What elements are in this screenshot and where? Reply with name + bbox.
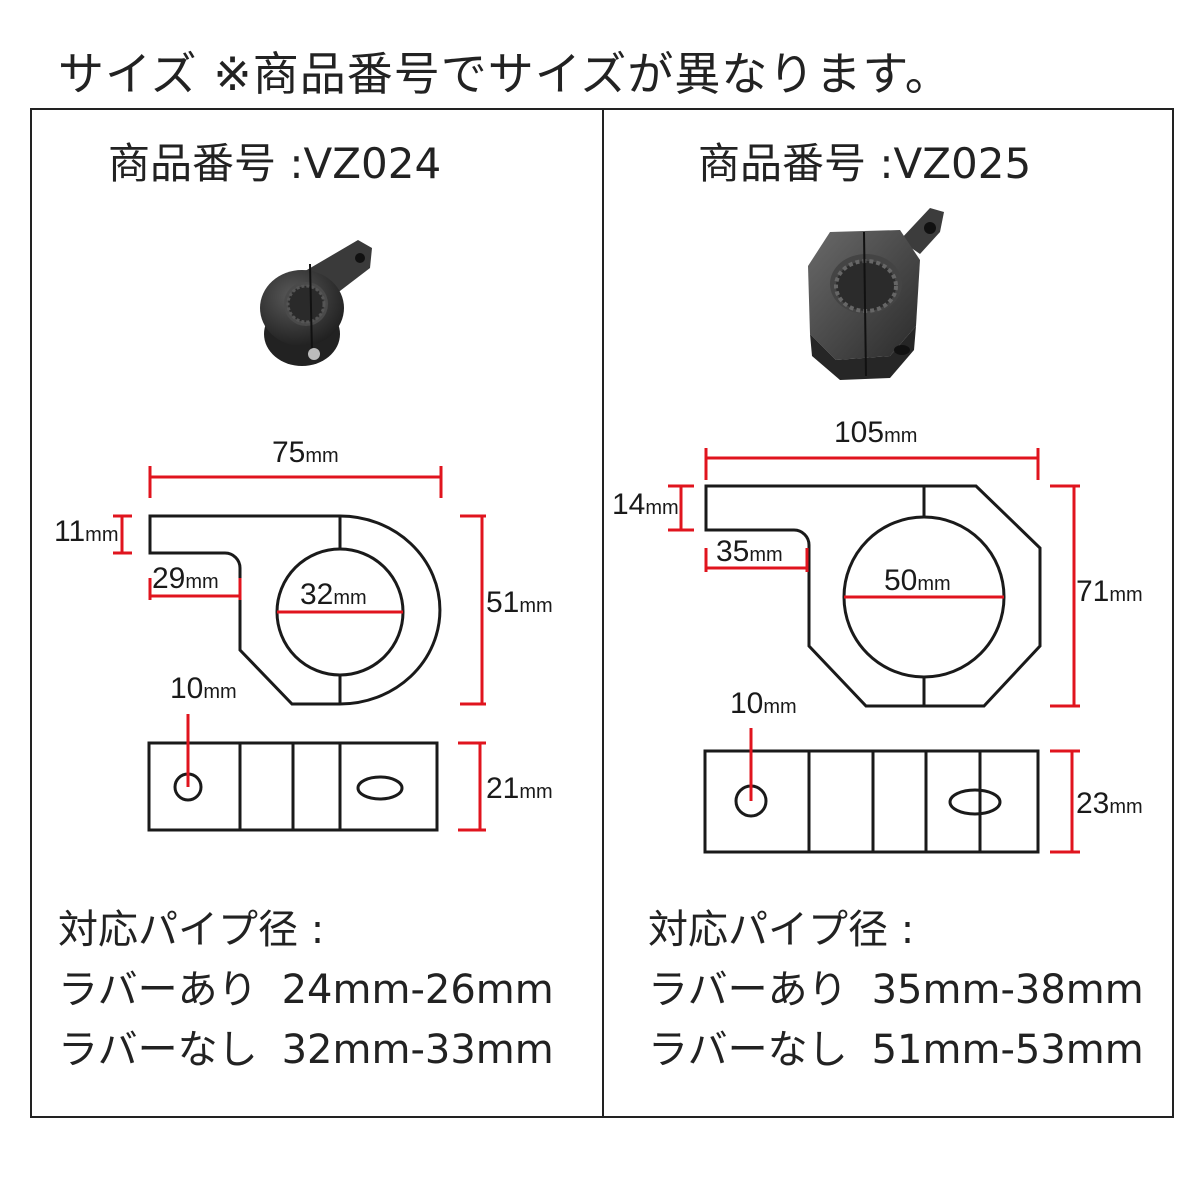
bracket-side-view-vz025 — [703, 749, 1040, 854]
height-label-vz024: 51mm — [486, 586, 553, 619]
tab-length-label-vz024: 29mm — [152, 562, 219, 595]
tab-height-label-vz025: 14mm — [612, 488, 679, 521]
model-title-vz024: 商品番号 :VZ024 — [108, 139, 442, 188]
product-photo-vz024 — [260, 240, 372, 366]
page-title: サイズ ※商品番号でサイズが異なります。 — [58, 47, 952, 101]
model-title-vz025: 商品番号 :VZ025 — [698, 139, 1032, 188]
dimension-lines-vz024 — [113, 466, 486, 832]
width-label-vz024: 21mm — [486, 772, 553, 805]
spec-heading: 対応パイプ径 : — [648, 907, 915, 953]
product-photo-vz025 — [808, 208, 944, 380]
spec-heading: 対応パイプ径 : — [58, 907, 325, 953]
dimension-labels-vz024: 75mm 11mm 29mm 32mm 51mm 10mm 21mm — [54, 436, 553, 805]
height-label-vz025: 71mm — [1076, 575, 1143, 608]
length-label-vz024: 75mm — [272, 436, 339, 469]
hole-label-vz025: 10mm — [730, 687, 797, 720]
bracket-side-view-vz024 — [147, 741, 439, 832]
panel-divider — [602, 108, 604, 1118]
hole-label-vz024: 10mm — [170, 672, 237, 705]
length-label-vz025: 105mm — [834, 416, 917, 449]
tab-height-label-vz024: 11mm — [54, 515, 118, 548]
tab-length-label-vz025: 35mm — [716, 535, 783, 568]
bore-label-vz025: 50mm — [884, 564, 951, 597]
dimension-labels-vz025: 105mm 14mm 35mm 50mm 71mm 10mm 23mm — [612, 416, 1143, 820]
width-label-vz025: 23mm — [1076, 787, 1143, 820]
bore-label-vz024: 32mm — [300, 578, 367, 611]
dimension-lines-vz025 — [668, 448, 1080, 854]
